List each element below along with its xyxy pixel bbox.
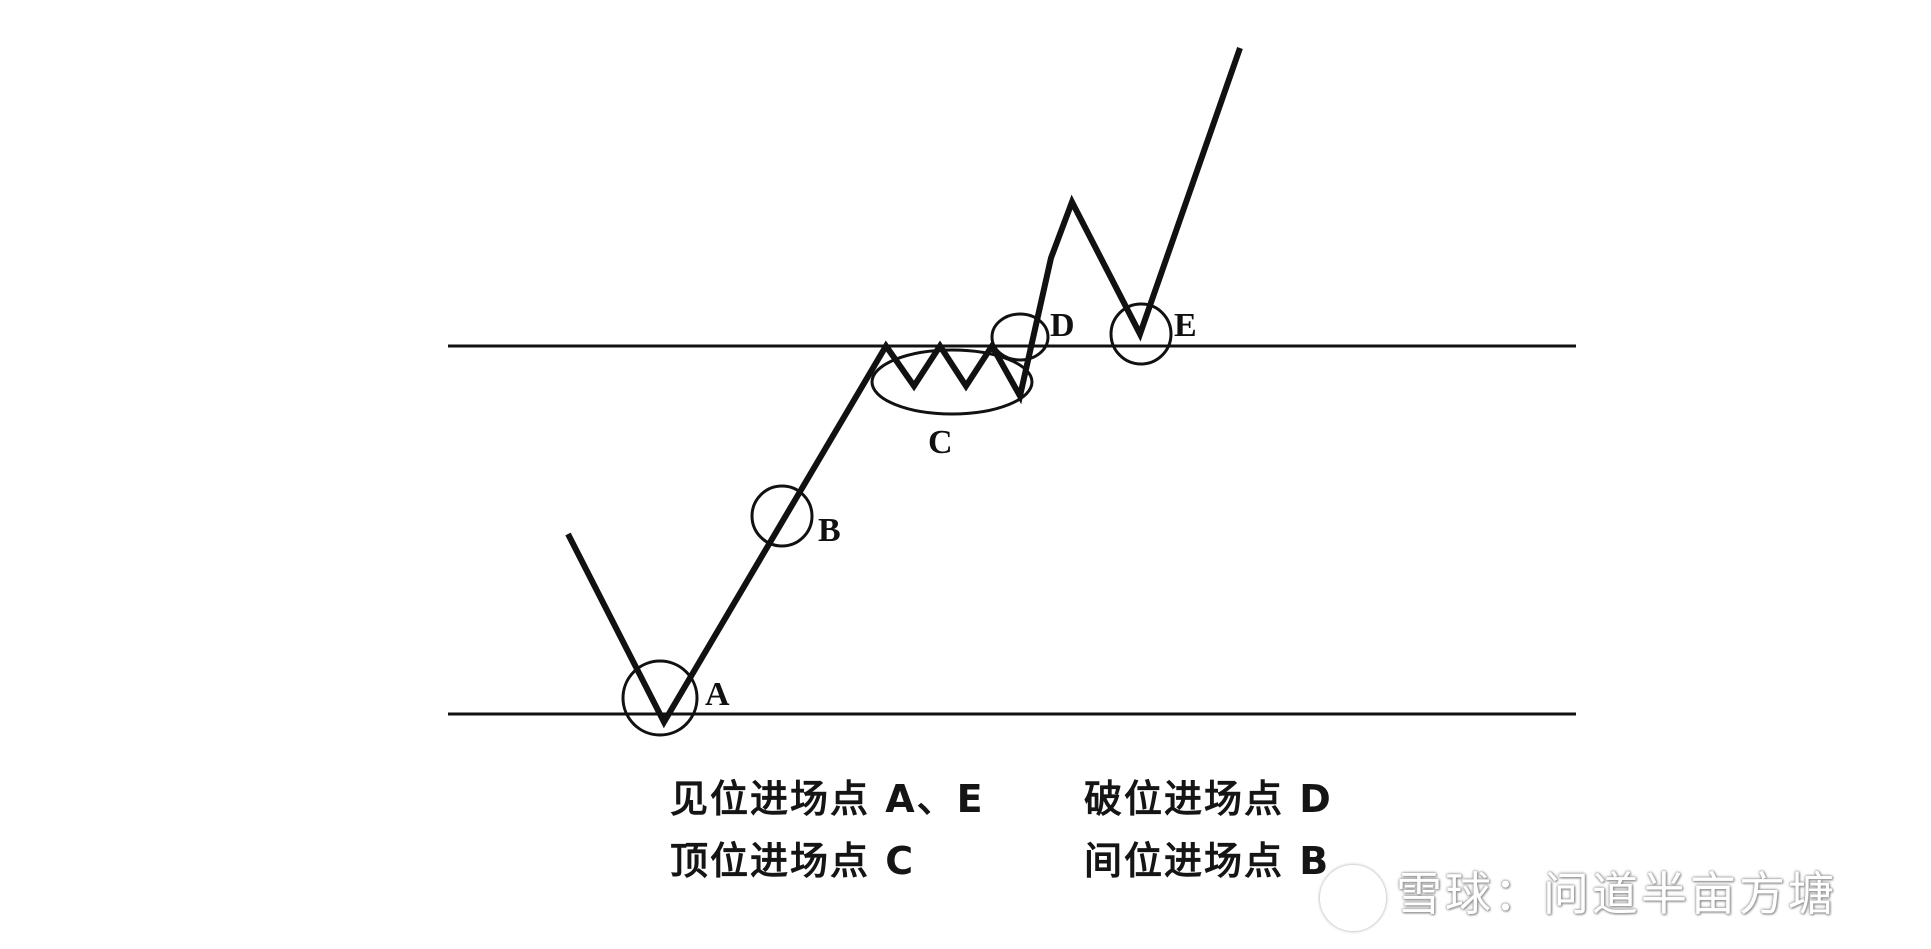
watermark-text: 雪球：问道半亩方塘 <box>1396 867 1837 921</box>
legend-left-1: 见位进场点 A、E <box>670 777 985 821</box>
watermark: 雪球：问道半亩方塘 <box>1320 858 1837 931</box>
label-e: E <box>1174 307 1197 344</box>
legend-left-2: 顶位进场点 C <box>670 839 916 883</box>
snowball-logo-icon <box>1320 864 1386 931</box>
legend-right-1: 破位进场点 D <box>1084 777 1333 821</box>
entry-ellipse-c <box>870 348 1034 416</box>
label-c: C <box>928 424 953 461</box>
label-b: B <box>818 512 841 549</box>
entry-circle-b <box>750 484 814 548</box>
entry-circle-a <box>621 659 699 737</box>
price-path <box>565 47 1243 729</box>
label-a: A <box>705 676 730 713</box>
entry-circle-e <box>1109 302 1173 366</box>
entry-circle-d <box>990 312 1050 362</box>
legend-right-2: 间位进场点 B <box>1084 839 1331 883</box>
label-d: D <box>1050 307 1075 344</box>
